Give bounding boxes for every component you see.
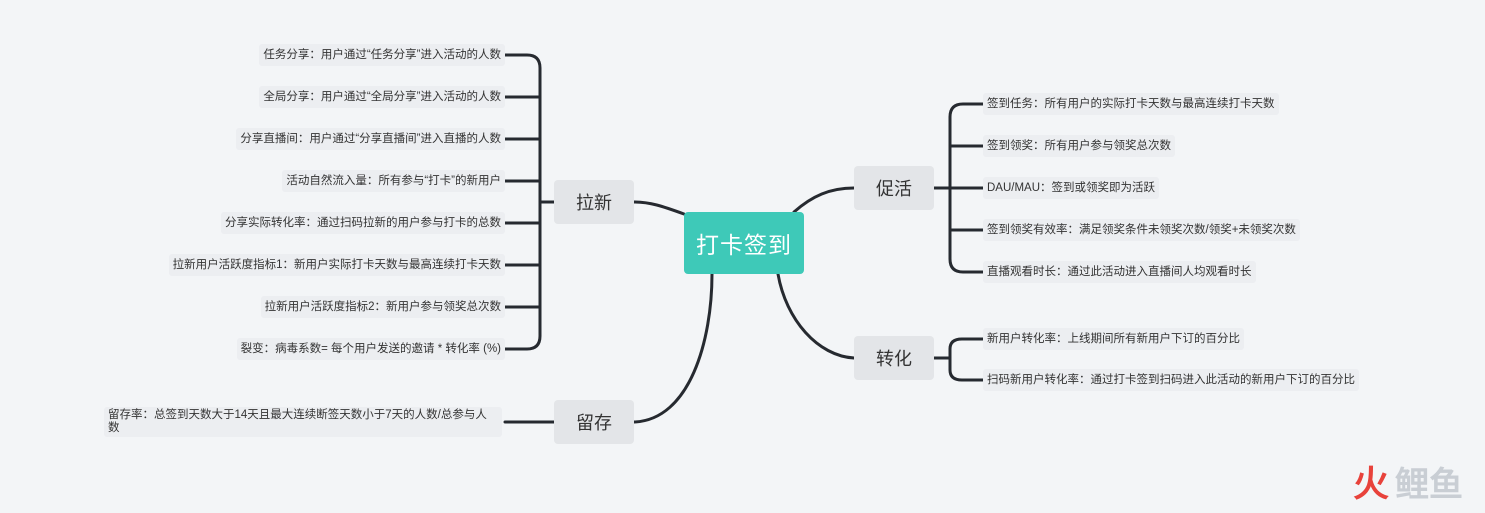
root-node[interactable]: 打卡签到 <box>684 212 804 274</box>
logo-fire-glyph: 火 <box>1352 464 1389 505</box>
zhuanhua-leaf[interactable]: 扫码新用户转化率：通过打卡签到扫码进入此活动的新用户下订的百分比 <box>983 369 1359 391</box>
cuhuo-leaf[interactable]: 签到任务：所有用户的实际打卡天数与最高连续打卡天数 <box>983 93 1279 115</box>
cuhuo-leaf[interactable]: 直播观看时长：通过此活动进入直播间人均观看时长 <box>983 261 1256 283</box>
liucun-leaf[interactable]: 留存率：总签到天数大于14天且最大连续断签天数小于7天的人数/总参与人数 <box>104 407 502 437</box>
link-root-zhuanhua <box>776 272 856 360</box>
laxin-leaf[interactable]: 任务分享：用户通过“任务分享”进入活动的人数 <box>259 44 505 66</box>
laxin-leaf[interactable]: 拉新用户活跃度指标1：新用户实际打卡天数与最高连续打卡天数 <box>168 254 505 276</box>
link-cuhuo-leaf-0 <box>948 102 985 190</box>
link-cuhuo-leaf-4 <box>948 186 985 274</box>
cuhuo-leaf[interactable]: DAU/MAU：签到或领奖即为活跃 <box>983 177 1160 199</box>
logo-name-glyphs: 鲤鱼 <box>1395 464 1463 505</box>
branch-cuhuo[interactable]: 促活 <box>854 166 934 210</box>
link-laxin-leaf-0 <box>503 53 542 204</box>
link-root-cuhuo <box>792 186 856 214</box>
zhuanhua-leaf[interactable]: 新用户转化率：上线期间所有新用户下订的百分比 <box>983 328 1244 350</box>
laxin-leaf[interactable]: 裂变：病毒系数= 每个用户发送的邀请 * 转化率 (%) <box>236 338 505 360</box>
branch-liucun[interactable]: 留存 <box>554 400 634 444</box>
cuhuo-leaf[interactable]: 签到领奖有效率：满足领奖条件未领奖次数/领奖+未领奖次数 <box>983 219 1300 241</box>
laxin-leaf[interactable]: 拉新用户活跃度指标2：新用户参与领奖总次数 <box>260 296 505 318</box>
branch-zhuanhua[interactable]: 转化 <box>854 336 934 380</box>
laxin-leaf[interactable]: 分享直播间：用户通过“分享直播间”进入直播的人数 <box>236 128 505 150</box>
link-laxin-leaf-7 <box>503 200 542 351</box>
cuhuo-leaf[interactable]: 签到领奖：所有用户参与领奖总次数 <box>983 135 1175 157</box>
watermark-logo: 火 鲤鱼 <box>1353 455 1463 507</box>
link-root-liucun <box>632 272 714 424</box>
laxin-leaf[interactable]: 分享实际转化率：通过扫码拉新的用户参与打卡的总数 <box>221 212 505 234</box>
link-zhuanhua-leaf-0 <box>948 337 985 360</box>
laxin-leaf[interactable]: 活动自然流入量：所有参与“打卡”的新用户 <box>282 170 505 192</box>
link-zhuanhua-leaf-1 <box>948 356 985 382</box>
laxin-leaf[interactable]: 全局分享：用户通过“全局分享”进入活动的人数 <box>259 86 505 108</box>
link-root-laxin <box>632 200 686 216</box>
branch-laxin[interactable]: 拉新 <box>554 180 634 224</box>
